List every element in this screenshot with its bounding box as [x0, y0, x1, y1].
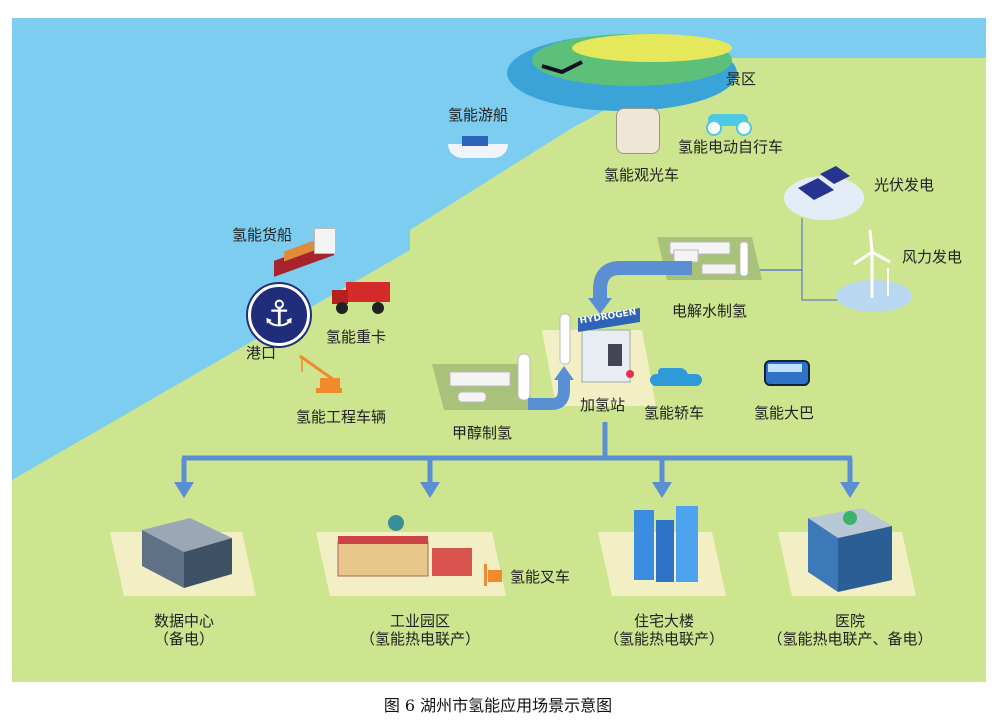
- label-car: 氢能轿车: [644, 404, 705, 422]
- label-scenic-area: 景区: [726, 70, 757, 88]
- solar-panel-icon: [784, 166, 864, 220]
- label-cargo-ship: 氢能货船: [232, 226, 293, 244]
- destination-data-center: 数据中心（备电）: [154, 612, 214, 648]
- bus-icon: [764, 360, 810, 390]
- label-engineering-vehicle: 氢能工程车辆: [296, 408, 387, 426]
- industrial-park-icon: [337, 515, 472, 577]
- label-photovoltaic: 光伏发电: [874, 176, 935, 194]
- destination-industrial-park: 工业园区（氢能热电联产）: [360, 612, 480, 648]
- destination-hospital: 医院（氢能热电联产、备电）: [767, 612, 932, 648]
- label-wind-power: 风力发电: [902, 248, 963, 266]
- cargo-ship-icon: [274, 228, 338, 277]
- data-center-icon: [142, 518, 232, 588]
- car-icon: [650, 368, 702, 390]
- sightseeing-car-icon: [616, 108, 660, 154]
- wind-turbine-icon: [836, 229, 912, 312]
- hydrogen-station-icon: [578, 308, 640, 383]
- label-e-bike: 氢能电动自行车: [678, 138, 784, 156]
- cruise-ship-icon: [448, 134, 508, 160]
- destination-name: 住宅大楼: [633, 612, 695, 630]
- figure-caption: 图 6 湖州市氢能应用场景示意图: [383, 696, 613, 715]
- label-station: 加氢站: [580, 396, 626, 414]
- label-methanol: 甲醇制氢: [452, 424, 513, 442]
- destination-note: （氢能热电联产、备电）: [767, 630, 933, 648]
- arrow-methanol-to-station: [528, 378, 570, 410]
- residential-building-icon: [634, 506, 698, 582]
- label-cruise-ship: 氢能游船: [448, 106, 509, 124]
- scenic-island: [507, 34, 737, 111]
- destination-note: （氢能热电联产）: [603, 630, 725, 648]
- port-anchor-icon: ⚓: [248, 284, 310, 346]
- hydrogen-scenario-diagram: ⚓ HYDROGEN 景区 氢能游船 氢能电动自行车 氢能观光车 光伏发电 风力…: [12, 18, 986, 682]
- destination-name: 工业园区: [389, 612, 451, 630]
- label-electrolysis: 电解水制氢: [672, 302, 748, 320]
- hospital-icon: [808, 508, 892, 592]
- destination-note: （备电）: [153, 630, 215, 648]
- arrow-electrolysis-to-station: [593, 261, 692, 300]
- heavy-truck-icon: [332, 282, 392, 314]
- label-sightseeing-car: 氢能观光车: [604, 166, 680, 184]
- label-port: 港口: [246, 344, 277, 362]
- e-bike-icon: [706, 98, 752, 136]
- label-heavy-truck: 氢能重卡: [326, 328, 387, 346]
- forklift-icon: [484, 564, 508, 586]
- distribution-arrows: [181, 422, 853, 484]
- destination-residential: 住宅大楼（氢能热电联产）: [604, 612, 724, 648]
- crane-icon: [298, 354, 344, 394]
- destination-name: 数据中心: [153, 612, 215, 630]
- destination-note: （氢能热电联产）: [359, 630, 481, 648]
- water: [12, 18, 986, 480]
- label-forklift: 氢能叉车: [510, 568, 571, 586]
- label-bus: 氢能大巴: [754, 404, 815, 422]
- destination-name: 医院: [834, 612, 866, 630]
